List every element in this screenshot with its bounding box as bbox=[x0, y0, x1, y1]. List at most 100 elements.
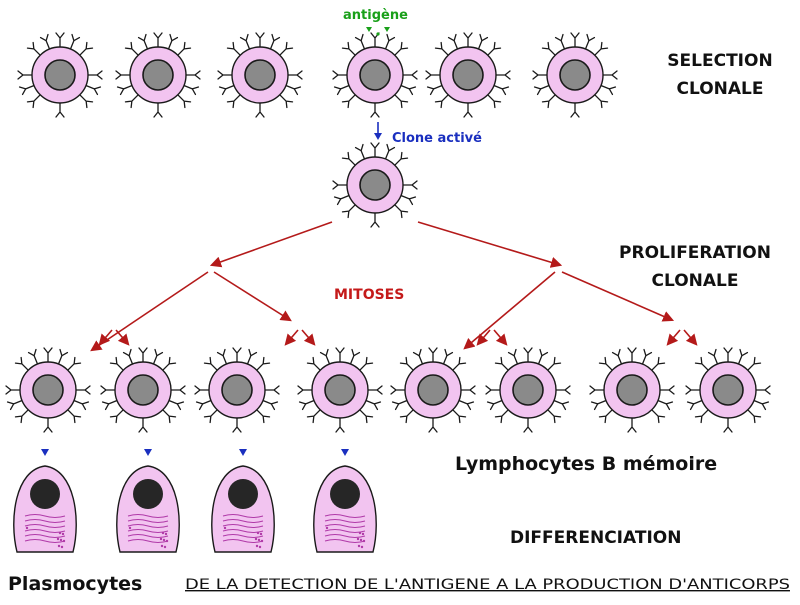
activated-clone-cell bbox=[332, 142, 418, 228]
antibody-receptor-icon bbox=[256, 356, 271, 371]
antibody-receptor-icon bbox=[137, 33, 149, 50]
antibody-receptor-icon bbox=[694, 356, 709, 371]
antibody-receptor-icon bbox=[487, 94, 502, 109]
antibody-receptor-icon bbox=[153, 102, 163, 118]
cell-nucleus bbox=[127, 374, 159, 406]
cell-nucleus bbox=[142, 59, 174, 91]
antibody-receptor-icon bbox=[26, 41, 41, 56]
plasmocyte-1 bbox=[13, 465, 77, 553]
cell-nucleus bbox=[452, 59, 484, 91]
vesicle bbox=[255, 544, 259, 548]
antibody-receptor-icon bbox=[43, 347, 53, 363]
er-line bbox=[24, 514, 66, 518]
antibody-receptor-icon bbox=[495, 70, 511, 80]
antibody-receptor-icon bbox=[27, 348, 39, 365]
differentiation-arrow-1 bbox=[41, 449, 49, 456]
plasmocyte-nucleus bbox=[228, 479, 258, 509]
antibody-receptor-icon bbox=[264, 385, 280, 395]
antibody-receptor-icon bbox=[332, 70, 348, 80]
vesicle bbox=[128, 526, 132, 530]
antibody-receptor-icon bbox=[109, 409, 124, 424]
antibody-receptor-icon bbox=[723, 347, 733, 363]
daughter-lymphocyte-2 bbox=[100, 347, 186, 433]
antibody-receptor-icon bbox=[707, 348, 719, 365]
differentiation-title: DIFFERENCIATION bbox=[510, 528, 681, 548]
daughter-lymphocyte-6 bbox=[485, 347, 571, 433]
cell-nucleus bbox=[244, 59, 276, 91]
antibody-receptor-icon bbox=[400, 84, 417, 96]
antibody-receptor-icon bbox=[641, 348, 653, 365]
antibody-receptor-icon bbox=[55, 102, 65, 118]
antibody-receptor-icon bbox=[394, 94, 409, 109]
er-line bbox=[324, 539, 366, 543]
antibody-receptor-icon bbox=[659, 385, 675, 395]
antibody-receptor-icon bbox=[185, 70, 201, 80]
antibody-receptor-icon bbox=[755, 385, 771, 395]
antibody-receptor-icon bbox=[651, 356, 666, 371]
vesicle bbox=[56, 537, 60, 541]
antibody-receptor-icon bbox=[226, 94, 241, 109]
antibody-receptor-icon bbox=[168, 399, 185, 411]
cell-nucleus bbox=[559, 59, 591, 91]
activation-arrowhead bbox=[374, 133, 382, 140]
proliferation-title-line2: CLONALE bbox=[652, 271, 739, 291]
antibody-receptor-icon bbox=[611, 348, 623, 365]
er-line bbox=[127, 514, 169, 518]
antibody-receptor-icon bbox=[124, 94, 139, 109]
cell-nucleus bbox=[324, 374, 356, 406]
antibody-receptor-icon bbox=[541, 41, 556, 56]
mitosis-arrow bbox=[213, 271, 292, 322]
antibody-receptor-icon bbox=[685, 385, 701, 395]
antibody-receptor-icon bbox=[87, 70, 103, 80]
differentiation-arrow-2 bbox=[144, 449, 152, 456]
antibody-receptor-icon bbox=[177, 94, 192, 109]
vesicle bbox=[361, 532, 365, 536]
antibody-receptor-icon bbox=[218, 84, 235, 96]
antibody-receptor-icon bbox=[555, 385, 571, 395]
antibody-receptor-icon bbox=[55, 32, 65, 48]
antibody-receptor-icon bbox=[434, 94, 449, 109]
vesicle bbox=[356, 537, 360, 541]
antibody-receptor-icon bbox=[26, 94, 41, 109]
vesicle bbox=[25, 526, 29, 530]
antibody-receptor-icon bbox=[162, 409, 177, 424]
fork-arrow-3b bbox=[493, 329, 508, 346]
vesicle bbox=[57, 544, 61, 548]
antibody-receptor-icon bbox=[627, 417, 637, 433]
vesicle bbox=[58, 531, 62, 535]
antibody-receptor-icon bbox=[287, 70, 303, 80]
selection-lymphocyte-1 bbox=[17, 32, 103, 118]
antibody-receptor-icon bbox=[232, 417, 242, 433]
antibody-receptor-icon bbox=[394, 41, 409, 56]
antibody-receptor-icon bbox=[332, 180, 348, 190]
antibody-receptor-icon bbox=[589, 385, 605, 395]
antibody-receptor-icon bbox=[17, 70, 33, 80]
mitoses-label: MITOSES bbox=[334, 287, 404, 303]
vesicle bbox=[357, 544, 361, 548]
vesicle bbox=[159, 537, 163, 541]
mitosis-arrow bbox=[561, 271, 675, 322]
vesicle bbox=[161, 531, 165, 535]
antibody-receptor-icon bbox=[594, 41, 609, 56]
selection-lymphocyte-4 bbox=[332, 32, 418, 118]
cell-nucleus bbox=[359, 169, 391, 201]
antibody-receptor-icon bbox=[477, 33, 489, 50]
antibody-receptor-icon bbox=[335, 347, 345, 363]
er-line bbox=[222, 519, 264, 523]
antibody-receptor-icon bbox=[463, 32, 473, 48]
antibody-receptor-icon bbox=[434, 41, 449, 56]
er-line bbox=[127, 534, 169, 538]
antibody-receptor-icon bbox=[124, 41, 139, 56]
antibody-receptor-icon bbox=[487, 41, 502, 56]
antibody-receptor-icon bbox=[657, 399, 674, 411]
antibody-receptor-icon bbox=[319, 348, 331, 365]
antibody-receptor-icon bbox=[239, 33, 251, 50]
antibody-receptor-icon bbox=[269, 33, 281, 50]
antibody-receptor-icon bbox=[255, 102, 265, 118]
antibody-receptor-icon bbox=[203, 409, 218, 424]
daughter-lymphocyte-7 bbox=[589, 347, 675, 433]
selection-lymphocyte-2 bbox=[115, 32, 201, 118]
antibody-receptor-icon bbox=[57, 348, 69, 365]
vesicle bbox=[60, 545, 64, 549]
